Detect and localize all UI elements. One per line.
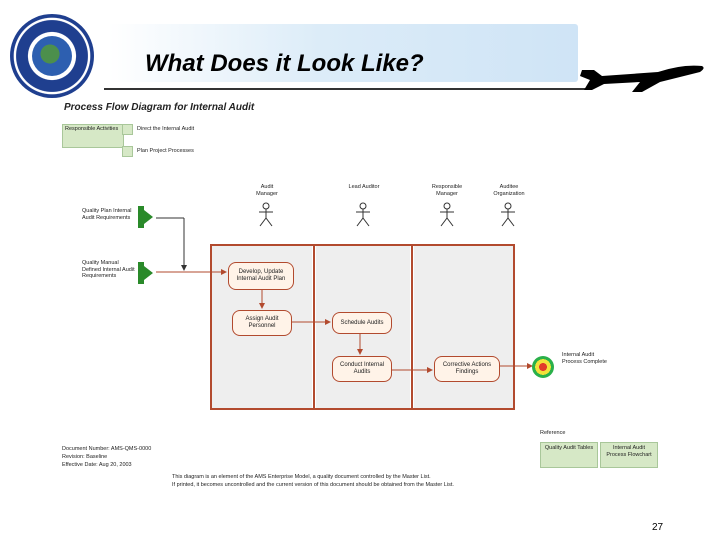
actor-label: Audit Manager <box>256 184 278 197</box>
actor-figure <box>501 202 515 227</box>
actor-figure <box>440 202 454 227</box>
document-effective-date: Effective Date: Aug 20, 2003 <box>62 462 132 468</box>
swimlane-divider <box>313 244 315 410</box>
legend-swatch <box>122 146 133 157</box>
input-flag <box>138 262 144 284</box>
input-label: Quality Plan Internal Audit Requirements <box>82 208 132 221</box>
document-number: Document Number: AMS-QMS-0000 <box>62 446 152 452</box>
diagram-title: Process Flow Diagram for Internal Audit <box>64 102 255 113</box>
input-flag <box>138 206 144 228</box>
reference-title: Reference <box>540 430 566 436</box>
actor-figure <box>259 202 273 227</box>
activity-schedule-audits: Schedule Audits <box>332 312 392 334</box>
reference-item: Quality Audit Tables <box>540 442 598 468</box>
document-revision: Revision: Baseline <box>62 454 108 460</box>
footer-note-line: If printed, it becomes uncontrolled and … <box>172 482 454 488</box>
activity-assign-personnel: Assign Audit Personnel <box>232 310 292 336</box>
end-state-label: Internal Audit Process Complete <box>562 352 607 365</box>
actor-figures <box>259 202 515 227</box>
activity-corrective-actions: Corrective Actions Findings <box>434 356 500 382</box>
actor-label: Lead Auditor <box>348 184 380 190</box>
swimlane-top-border <box>210 244 514 246</box>
input-flag-point <box>144 266 153 280</box>
actor-figure <box>356 202 370 227</box>
legend-note: Direct the Internal Audit <box>137 126 195 132</box>
swimlane-divider <box>513 244 515 410</box>
activity-conduct-audits: Conduct Internal Audits <box>332 356 392 382</box>
input-label: Quality Manual Defined Internal Audit Re… <box>82 260 135 279</box>
title-banner <box>108 24 578 82</box>
reference-item: Internal Audit Process Flowchart <box>600 442 658 468</box>
footer-note-line: This diagram is an element of the AMS En… <box>172 474 431 480</box>
legend-note: Plan Project Processes <box>137 148 194 154</box>
swimlane-divider <box>411 244 413 410</box>
legend-swatch <box>122 124 133 135</box>
legend-box-responsible: Responsible Activities <box>62 124 124 148</box>
actor-label: Responsible Manager <box>431 184 463 197</box>
input-flag-point <box>144 210 153 224</box>
page-title: What Does it Look Like? <box>145 50 424 77</box>
title-underline <box>104 88 590 90</box>
swimlane-bottom-border <box>210 408 514 410</box>
end-state-target-icon <box>532 356 554 378</box>
airplane-icon <box>580 65 704 92</box>
activity-develop-plan: Develop, Update Internal Audit Plan <box>228 262 294 290</box>
actor-label: Auditee Organization <box>493 184 525 197</box>
page-number: 27 <box>652 522 664 533</box>
swimlane-divider <box>210 244 212 410</box>
legend-label: Responsible Activities <box>65 126 119 132</box>
globe-icon <box>32 36 72 76</box>
